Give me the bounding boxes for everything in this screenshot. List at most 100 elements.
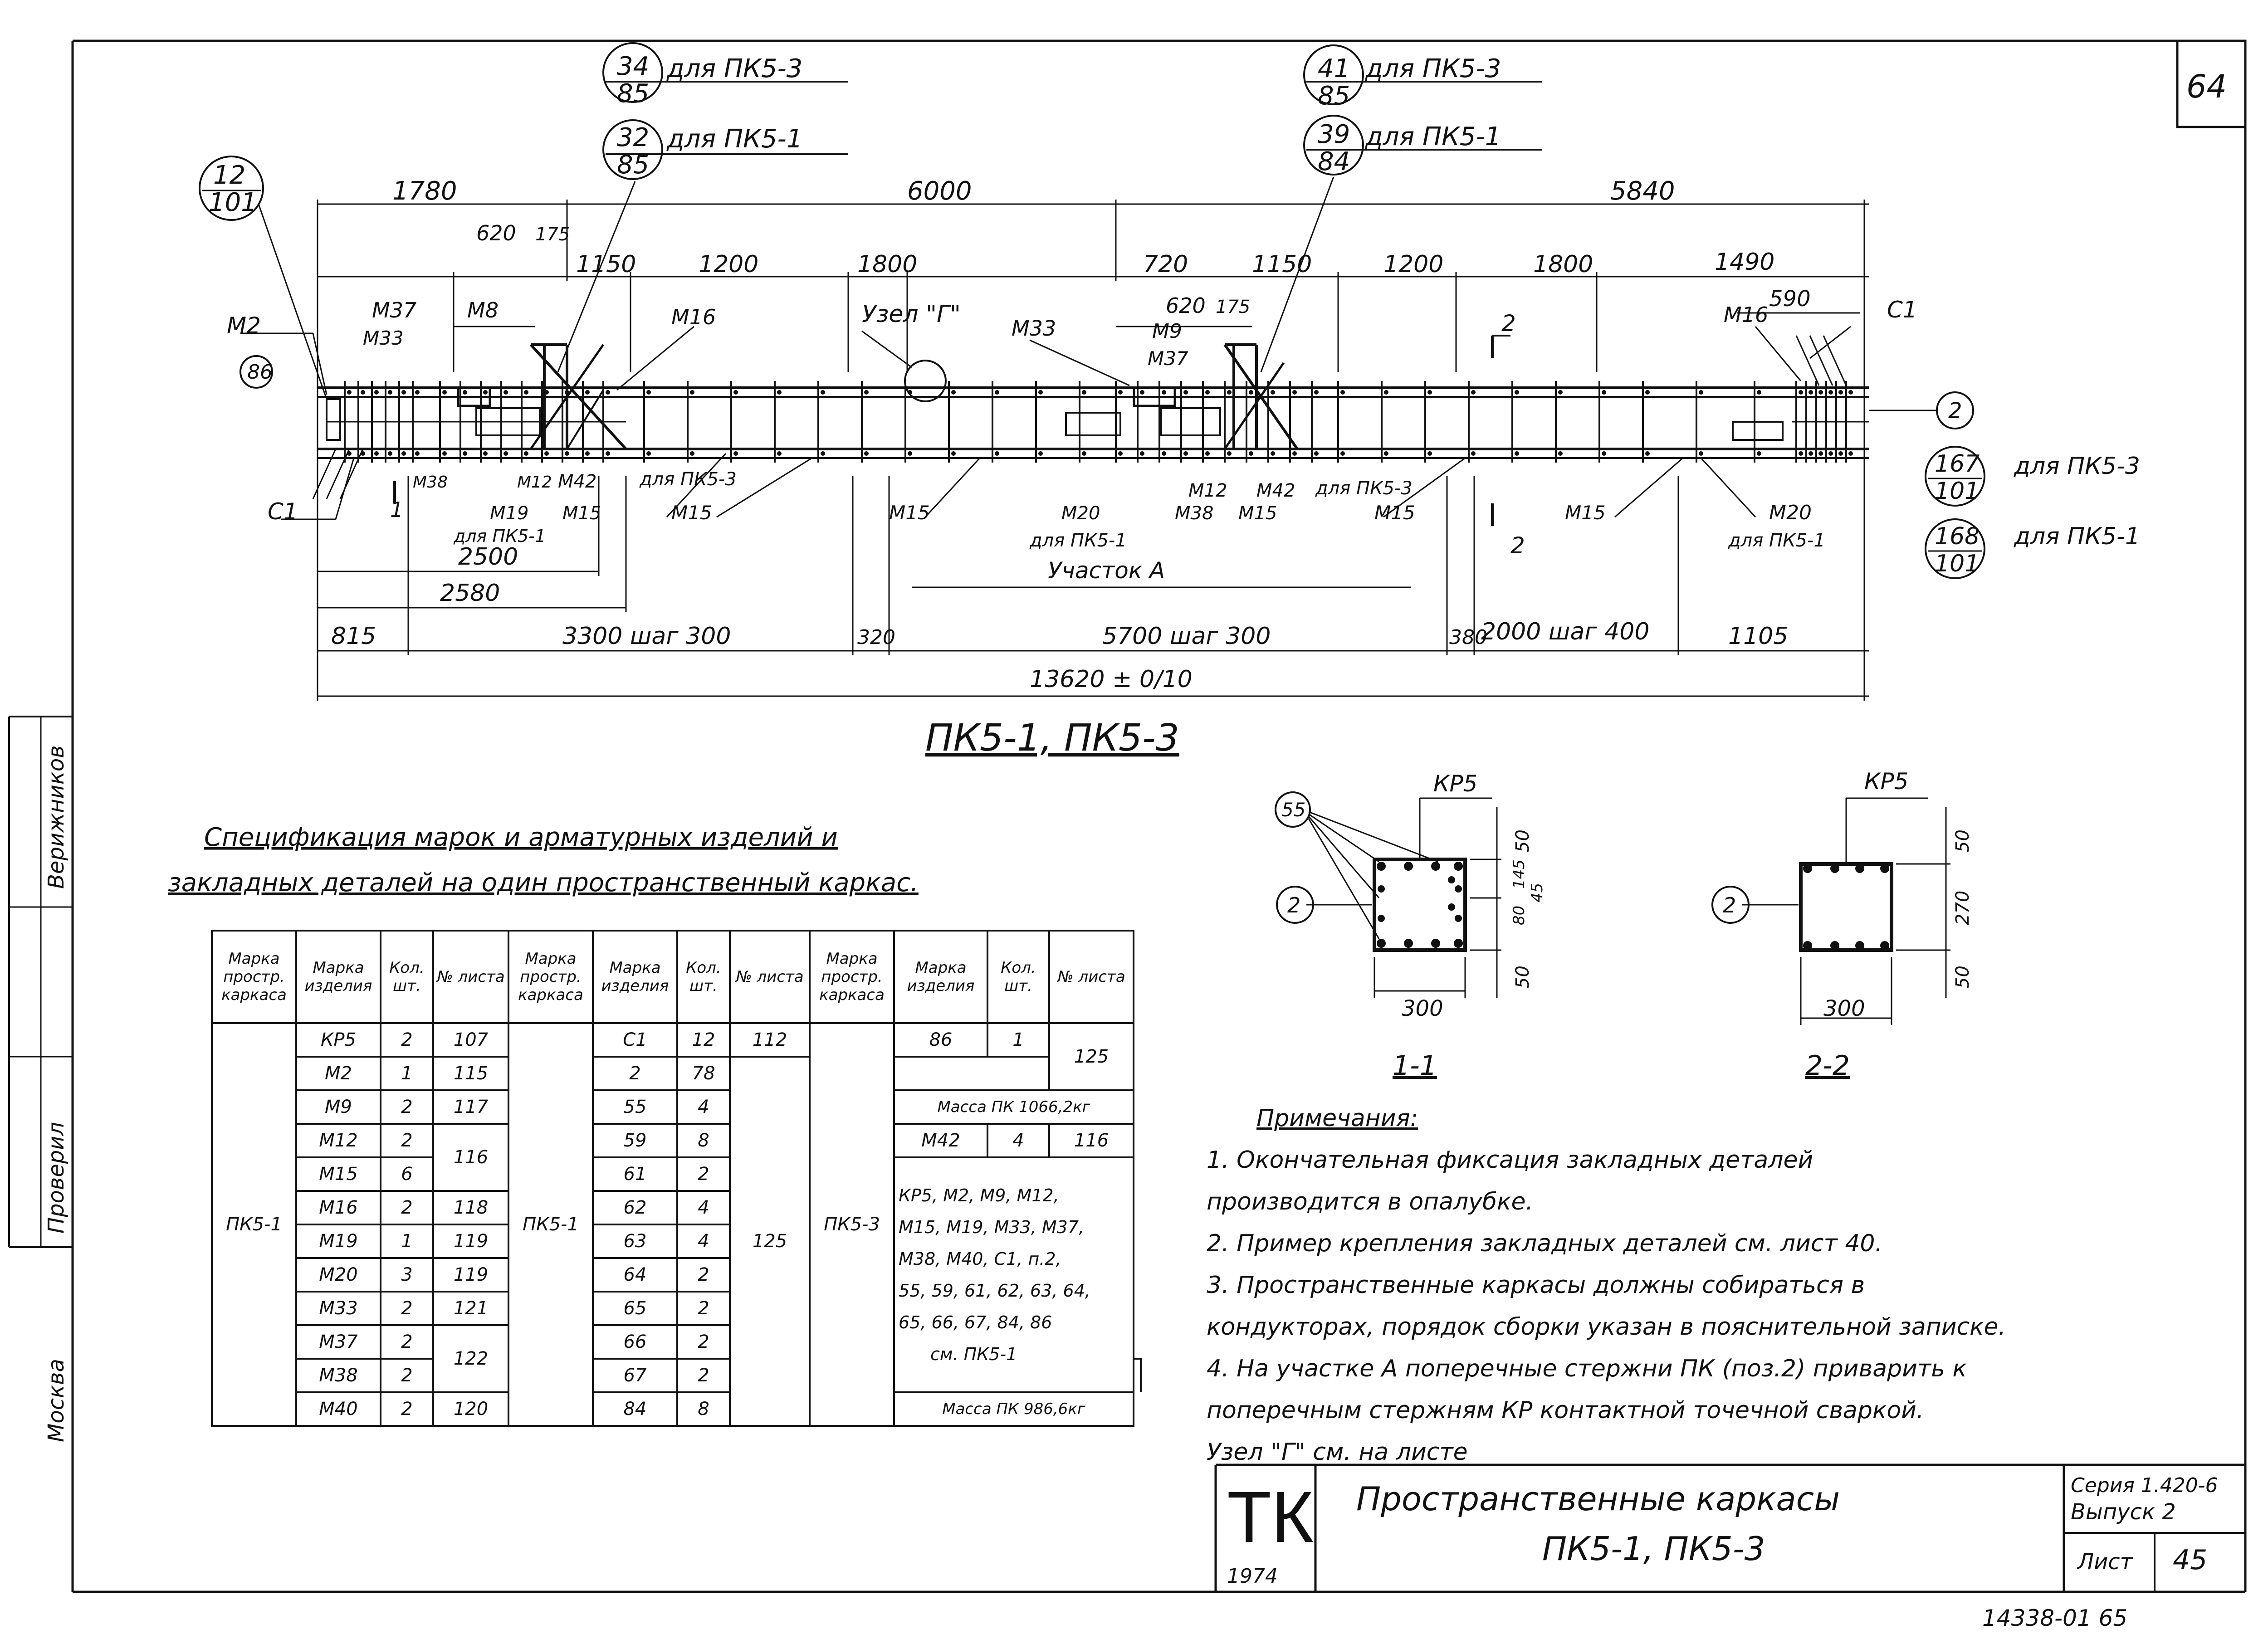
callout-den: 84	[1318, 147, 1350, 176]
g3-items-line: КР5, М2, М9, М12,	[899, 1185, 1059, 1205]
weld-dot	[1515, 451, 1519, 456]
stirrups	[344, 381, 1853, 463]
label-dlya51c: для ПК5-1	[1728, 530, 1825, 551]
g1-frame: ПК5-1	[211, 1022, 297, 1427]
label-m15c: М15	[889, 502, 930, 524]
weld-dot	[1249, 390, 1253, 395]
g2-item: 55	[592, 1089, 678, 1125]
dim-320: 320	[857, 626, 895, 649]
g1-item: М16	[295, 1190, 381, 1225]
weld-dot	[606, 390, 610, 395]
callout-num: 39	[1318, 120, 1350, 149]
weld-dot	[1757, 390, 1761, 395]
g2-item: 62	[592, 1190, 678, 1225]
weld-dot	[442, 390, 447, 395]
g3-items-text: КР5, М2, М9, М12, М15, М19, М33, М37, М3…	[893, 1156, 1134, 1393]
weld-dot	[1340, 390, 1345, 395]
g3-item42: М42	[893, 1123, 988, 1158]
weld-dot	[690, 451, 694, 456]
weld-dot	[1205, 451, 1210, 456]
notes: Примечания: 1. Окончательная фиксация за…	[1207, 1097, 2241, 1473]
weld-dot	[401, 390, 406, 395]
note-line: Узел "Г" см. на листе	[1207, 1439, 1468, 1466]
weld-dot	[1227, 390, 1232, 395]
label-m16a: М16	[671, 305, 716, 329]
weld-dot	[374, 390, 379, 395]
label-dlya53b: для ПК5-3	[1315, 478, 1413, 499]
g1-qty: 6	[380, 1156, 434, 1192]
callout-note: для ПК5-1	[666, 124, 802, 154]
weld-dot	[1427, 451, 1432, 456]
g2-qty: 4	[676, 1224, 731, 1259]
g2-qty: 2	[676, 1358, 731, 1393]
weld-dot	[908, 451, 912, 456]
dim-2580: 2580	[440, 580, 500, 607]
dim-620b: 620	[1166, 293, 1206, 318]
weld-dot	[1314, 451, 1319, 456]
g3-items-line: М15, М19, М33, М37,	[899, 1217, 1085, 1237]
weld-dot	[733, 451, 738, 456]
label-m2: М2	[227, 312, 261, 339]
table-row: М37 2 122 66 2	[212, 1324, 1141, 1393]
weld-dot	[503, 390, 508, 395]
table-row: М2 1 115 2 78 125	[212, 1056, 1141, 1427]
g3-sheet42: 116	[1048, 1123, 1134, 1158]
hdr-sheet-2: № листа	[729, 930, 811, 1024]
hdr-item-2: Марка изделия	[592, 930, 678, 1024]
title-year: 1974	[1227, 1565, 1278, 1588]
weld-dot	[463, 451, 467, 456]
callout-den: 85	[617, 79, 649, 108]
callout-den: 101	[1935, 550, 1980, 577]
g1-sheet: 107	[432, 1022, 509, 1058]
dim-top-3: 5840	[1610, 176, 1675, 206]
g1-qty: 2	[380, 1190, 434, 1225]
weld-dot	[524, 451, 528, 456]
g1-sheet: 120	[432, 1391, 509, 1427]
weld-dot	[1558, 390, 1563, 395]
dim-1200b: 1200	[1383, 251, 1443, 278]
callout-right-167: 167 101 для ПК5-3	[1925, 446, 2140, 507]
s1-d45: 45	[1528, 883, 1546, 902]
label-m38: М38	[413, 473, 448, 492]
dim-5700: 5700 шаг 300	[1102, 623, 1271, 650]
weld-dot	[1140, 390, 1144, 395]
callout-den: 101	[209, 188, 257, 217]
label-m33b: М33	[1012, 316, 1056, 341]
g1-sheet: 119	[432, 1224, 509, 1259]
g1-item: М33	[295, 1291, 381, 1326]
weld-dot	[1292, 451, 1297, 456]
weld-dot	[1249, 451, 1253, 456]
label-m8: М8	[467, 298, 499, 322]
label-m20a: М20	[1061, 503, 1100, 524]
weld-dot	[1205, 390, 1210, 395]
note-line: 4. На участке А поперечные стержни ПК (п…	[1207, 1355, 1967, 1382]
dim-175: 175	[535, 224, 570, 245]
weld-dot	[995, 390, 999, 395]
g1-item: М38	[295, 1358, 381, 1393]
weld-dot	[1602, 390, 1606, 395]
g1-qty: 3	[380, 1257, 434, 1293]
s1-d80: 80	[1510, 906, 1528, 925]
g1-item: М15	[295, 1156, 381, 1192]
table-row: ПК5-1 КР5 2 107 ПК5-1 С1 12 112 ПК5-3 86…	[211, 1022, 1141, 1427]
cage-elevation	[240, 326, 1974, 588]
callout-right-168: 168 101 для ПК5-1	[1925, 518, 2140, 579]
weld-dot	[483, 451, 488, 456]
callout-num: 12	[213, 161, 245, 190]
g2-qty: 2	[676, 1324, 731, 1360]
weld-dot	[388, 451, 392, 456]
weld-dot	[1271, 451, 1275, 456]
hdr-qty-2: Кол. шт.	[676, 930, 731, 1024]
weld-dot	[1818, 390, 1823, 395]
g2-item: 61	[592, 1156, 678, 1192]
s2-kr-label: КР5	[1864, 768, 1908, 795]
label-m37: М37	[372, 298, 416, 322]
callout-num: 168	[1935, 523, 1980, 550]
weld-dot	[690, 390, 694, 395]
label-dlya51b: для ПК5-1	[1029, 530, 1127, 551]
table-row: М19 1 119 63 4	[212, 1224, 1141, 1259]
table-row: М33 2 121 65 2	[212, 1291, 1141, 1326]
g2-item: 65	[592, 1291, 678, 1326]
label-m15e: М15	[1374, 502, 1415, 524]
weld-dot	[1384, 451, 1388, 456]
